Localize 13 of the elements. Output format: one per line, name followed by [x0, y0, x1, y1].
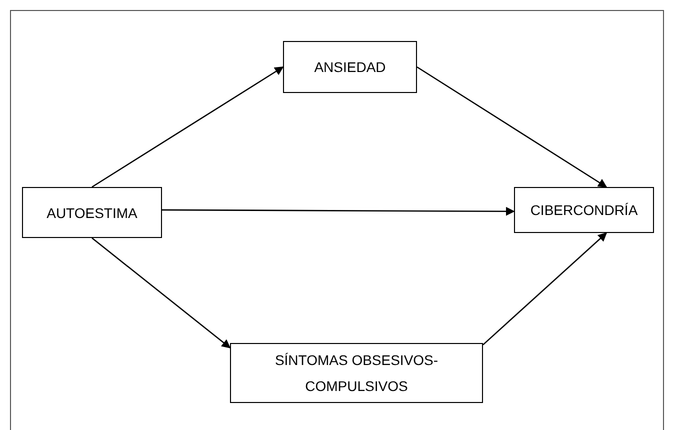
variable-box	[283, 41, 417, 93]
arrow	[92, 66, 284, 188]
box-label: ANSIEDAD	[314, 58, 386, 77]
box-label: CIBERCONDRÍA	[530, 201, 638, 220]
arrow	[162, 206, 515, 216]
box-label: SÍNTOMAS OBSESIVOS-COMPULSIVOS	[274, 351, 440, 396]
box-label: AUTOESTIMA	[46, 204, 138, 222]
arrow	[92, 238, 231, 348]
arrow	[482, 232, 608, 346]
arrow	[416, 66, 608, 188]
variable-box	[230, 343, 483, 403]
variable-box	[514, 187, 654, 233]
variable-box	[22, 187, 162, 238]
